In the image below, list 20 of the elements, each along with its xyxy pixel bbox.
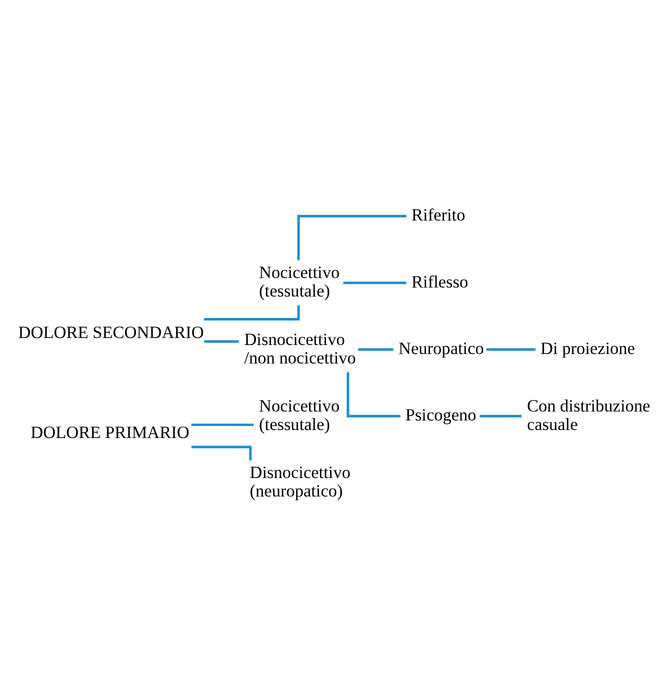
node-text: DOLORE SECONDARIO [18, 322, 204, 342]
connector [480, 414, 522, 417]
connector [343, 281, 406, 284]
node-text: DOLORE PRIMARIO [30, 422, 190, 442]
connector [346, 372, 400, 417]
node-text: Di proiezione [540, 338, 635, 358]
node-text: Riferito [412, 205, 466, 224]
node-text: Nocicettivo (tessutale) [259, 396, 340, 434]
connector [486, 348, 536, 350]
node-text: Disnocicettivo (neuropatico) [250, 462, 350, 500]
connector [204, 340, 239, 342]
node-text: Nocicettivo (tessutale) [259, 262, 340, 300]
node-text: Psicogeno [405, 405, 476, 424]
node-text: Disnocicettivo /non nocicettivo [244, 329, 356, 367]
connector [297, 214, 406, 260]
node-text: Neuropatico [398, 338, 484, 358]
node-text: Con distribuzione casuale [526, 396, 650, 434]
node-text: Riflesso [412, 272, 468, 291]
connector [358, 348, 394, 350]
connector [191, 423, 254, 426]
